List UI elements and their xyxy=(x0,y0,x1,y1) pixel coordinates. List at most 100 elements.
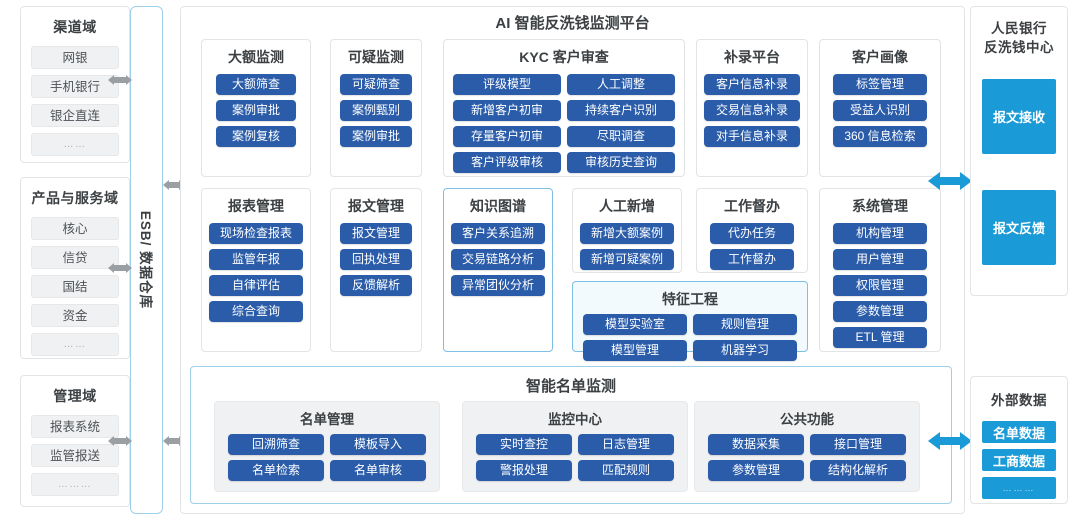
module-chip[interactable]: 报文管理 xyxy=(340,223,412,244)
external-chip[interactable]: 报文接收 xyxy=(982,79,1056,154)
module-chip[interactable]: 反馈解析 xyxy=(340,275,412,296)
external-panel-title-line: 人民银行 xyxy=(991,21,1047,36)
module-chip-list: 客户关系追溯 交易链路分析 异常团伙分析 xyxy=(444,223,552,296)
group-chip[interactable]: 日志管理 xyxy=(578,434,674,455)
domain-item[interactable]: 监管报送 xyxy=(31,444,119,467)
module-chip[interactable]: 人工调整 xyxy=(567,74,675,95)
module-chip[interactable]: 机构管理 xyxy=(833,223,927,244)
arrow-platform-to-pboc xyxy=(928,170,972,192)
domain-item[interactable]: 报表系统 xyxy=(31,415,119,438)
module-chip[interactable]: 回执处理 xyxy=(340,249,412,270)
domain-panel-channel: 渠道域 网银 手机银行 银企直连 …… xyxy=(20,6,130,163)
domain-panel-title: 产品与服务域 xyxy=(31,190,119,206)
module-chip[interactable]: 评级模型 xyxy=(453,74,561,95)
module-chip[interactable]: 客户关系追溯 xyxy=(451,223,545,244)
module-chip-list: 模型实验室 规则管理 模型管理 机器学习 xyxy=(573,314,807,361)
module-chip[interactable]: 案例审批 xyxy=(216,100,296,121)
module-chip[interactable]: 代办任务 xyxy=(710,223,794,244)
module-chip-list: 客户信息补录 交易信息补录 对手信息补录 xyxy=(697,74,807,147)
module-chip[interactable]: 规则管理 xyxy=(693,314,797,335)
module-large-amount-monitoring: 大额监测 大额筛查 案例审批 案例复核 xyxy=(201,39,311,177)
group-chip[interactable]: 警报处理 xyxy=(476,460,572,481)
module-chip[interactable]: 标签管理 xyxy=(833,74,927,95)
module-chip-list: 现场检查报表 监管年报 自律评估 综合查询 xyxy=(202,223,310,322)
external-chip[interactable]: 名单数据 xyxy=(982,421,1056,443)
module-chip[interactable]: 可疑筛查 xyxy=(340,74,412,95)
module-chip[interactable]: 大额筛查 xyxy=(216,74,296,95)
module-chip[interactable]: ETL 管理 xyxy=(833,327,927,348)
group-chip[interactable]: 实时查控 xyxy=(476,434,572,455)
module-title: 客户画像 xyxy=(852,49,908,65)
module-chip-list: 可疑筛查 案例甄别 案例审批 xyxy=(331,74,421,147)
group-chip[interactable]: 名单审核 xyxy=(330,460,426,481)
module-chip[interactable]: 异常团伙分析 xyxy=(451,275,545,296)
external-chip[interactable]: 报文反馈 xyxy=(982,190,1056,265)
module-chip[interactable]: 交易链路分析 xyxy=(451,249,545,270)
domain-item[interactable]: 手机银行 xyxy=(31,75,119,98)
external-chip[interactable]: 工商数据 xyxy=(982,449,1056,471)
module-chip[interactable]: 新增大额案例 xyxy=(580,223,674,244)
domain-item[interactable]: 银企直连 xyxy=(31,104,119,127)
domain-item-more[interactable]: …… xyxy=(31,133,119,156)
module-title: 报文管理 xyxy=(348,198,404,214)
module-chip[interactable]: 审核历史查询 xyxy=(567,152,675,173)
domain-panel-title: 渠道域 xyxy=(53,19,97,35)
module-system-management: 系统管理 机构管理 用户管理 权限管理 参数管理 ETL 管理 xyxy=(819,188,941,352)
module-manual-addition: 人工新增 新增大额案例 新增可疑案例 xyxy=(572,188,682,273)
module-kyc-customer-review: KYC 客户审查 评级模型 人工调整 新增客户初审 持续客户识别 存量客户初审 … xyxy=(443,39,685,177)
domain-panel-product-service: 产品与服务域 核心 信贷 国结 资金 …… xyxy=(20,177,130,359)
domain-item[interactable]: 核心 xyxy=(31,217,119,240)
module-chip[interactable]: 现场检查报表 xyxy=(209,223,303,244)
module-chip[interactable]: 尽职调查 xyxy=(567,126,675,147)
domain-item-more[interactable]: …… xyxy=(31,333,119,356)
group-public-functions: 公共功能 数据采集 接口管理 参数管理 结构化解析 xyxy=(694,401,920,492)
module-chip[interactable]: 机器学习 xyxy=(693,340,797,361)
group-chip[interactable]: 模板导入 xyxy=(330,434,426,455)
arrow-management-to-esb xyxy=(108,434,132,448)
group-chip[interactable]: 数据采集 xyxy=(708,434,804,455)
module-title: 知识图谱 xyxy=(470,198,526,214)
domain-item[interactable]: 国结 xyxy=(31,275,119,298)
arrow-channel-to-esb xyxy=(108,73,132,87)
module-chip[interactable]: 交易信息补录 xyxy=(704,100,800,121)
group-chip[interactable]: 回溯筛查 xyxy=(228,434,324,455)
group-chip[interactable]: 结构化解析 xyxy=(810,460,906,481)
group-chip[interactable]: 名单检索 xyxy=(228,460,324,481)
module-chip[interactable]: 权限管理 xyxy=(833,275,927,296)
module-chip[interactable]: 新增客户初审 xyxy=(453,100,561,121)
module-customer-profile: 客户画像 标签管理 受益人识别 360 信息检索 xyxy=(819,39,941,177)
module-chip[interactable]: 参数管理 xyxy=(833,301,927,322)
group-chip[interactable]: 匹配规则 xyxy=(578,460,674,481)
external-panel-title: 人民银行 反洗钱中心 xyxy=(971,19,1067,57)
domain-item[interactable]: 信贷 xyxy=(31,246,119,269)
module-title: 报表管理 xyxy=(228,198,284,214)
module-chip[interactable]: 持续客户识别 xyxy=(567,100,675,121)
module-chip[interactable]: 案例复核 xyxy=(216,126,296,147)
domain-item[interactable]: 资金 xyxy=(31,304,119,327)
module-chip[interactable]: 模型实验室 xyxy=(583,314,687,335)
module-chip[interactable]: 综合查询 xyxy=(209,301,303,322)
module-chip[interactable]: 新增可疑案例 xyxy=(580,249,674,270)
module-chip[interactable]: 自律评估 xyxy=(209,275,303,296)
group-chip[interactable]: 接口管理 xyxy=(810,434,906,455)
module-chip[interactable]: 工作督办 xyxy=(710,249,794,270)
module-chip[interactable]: 案例审批 xyxy=(340,126,412,147)
module-chip[interactable]: 用户管理 xyxy=(833,249,927,270)
external-chip-more[interactable]: ……… xyxy=(982,477,1056,499)
group-list-management: 名单管理 回溯筛查 模板导入 名单检索 名单审核 xyxy=(214,401,440,492)
group-chip[interactable]: 参数管理 xyxy=(708,460,804,481)
module-chip[interactable]: 客户评级审核 xyxy=(453,152,561,173)
module-chip[interactable]: 存量客户初审 xyxy=(453,126,561,147)
module-supplementary-platform: 补录平台 客户信息补录 交易信息补录 对手信息补录 xyxy=(696,39,808,177)
esb-label: ESB/ 数据仓库 xyxy=(137,210,153,310)
module-chip-list: 机构管理 用户管理 权限管理 参数管理 ETL 管理 xyxy=(820,223,940,348)
module-chip[interactable]: 案例甄别 xyxy=(340,100,412,121)
domain-item[interactable]: 网银 xyxy=(31,46,119,69)
module-chip[interactable]: 模型管理 xyxy=(583,340,687,361)
module-chip[interactable]: 受益人识别 xyxy=(833,100,927,121)
module-chip[interactable]: 360 信息检索 xyxy=(833,126,927,147)
module-chip[interactable]: 对手信息补录 xyxy=(704,126,800,147)
module-chip[interactable]: 监管年报 xyxy=(209,249,303,270)
module-chip[interactable]: 客户信息补录 xyxy=(704,74,800,95)
domain-item-more[interactable]: ……… xyxy=(31,473,119,496)
